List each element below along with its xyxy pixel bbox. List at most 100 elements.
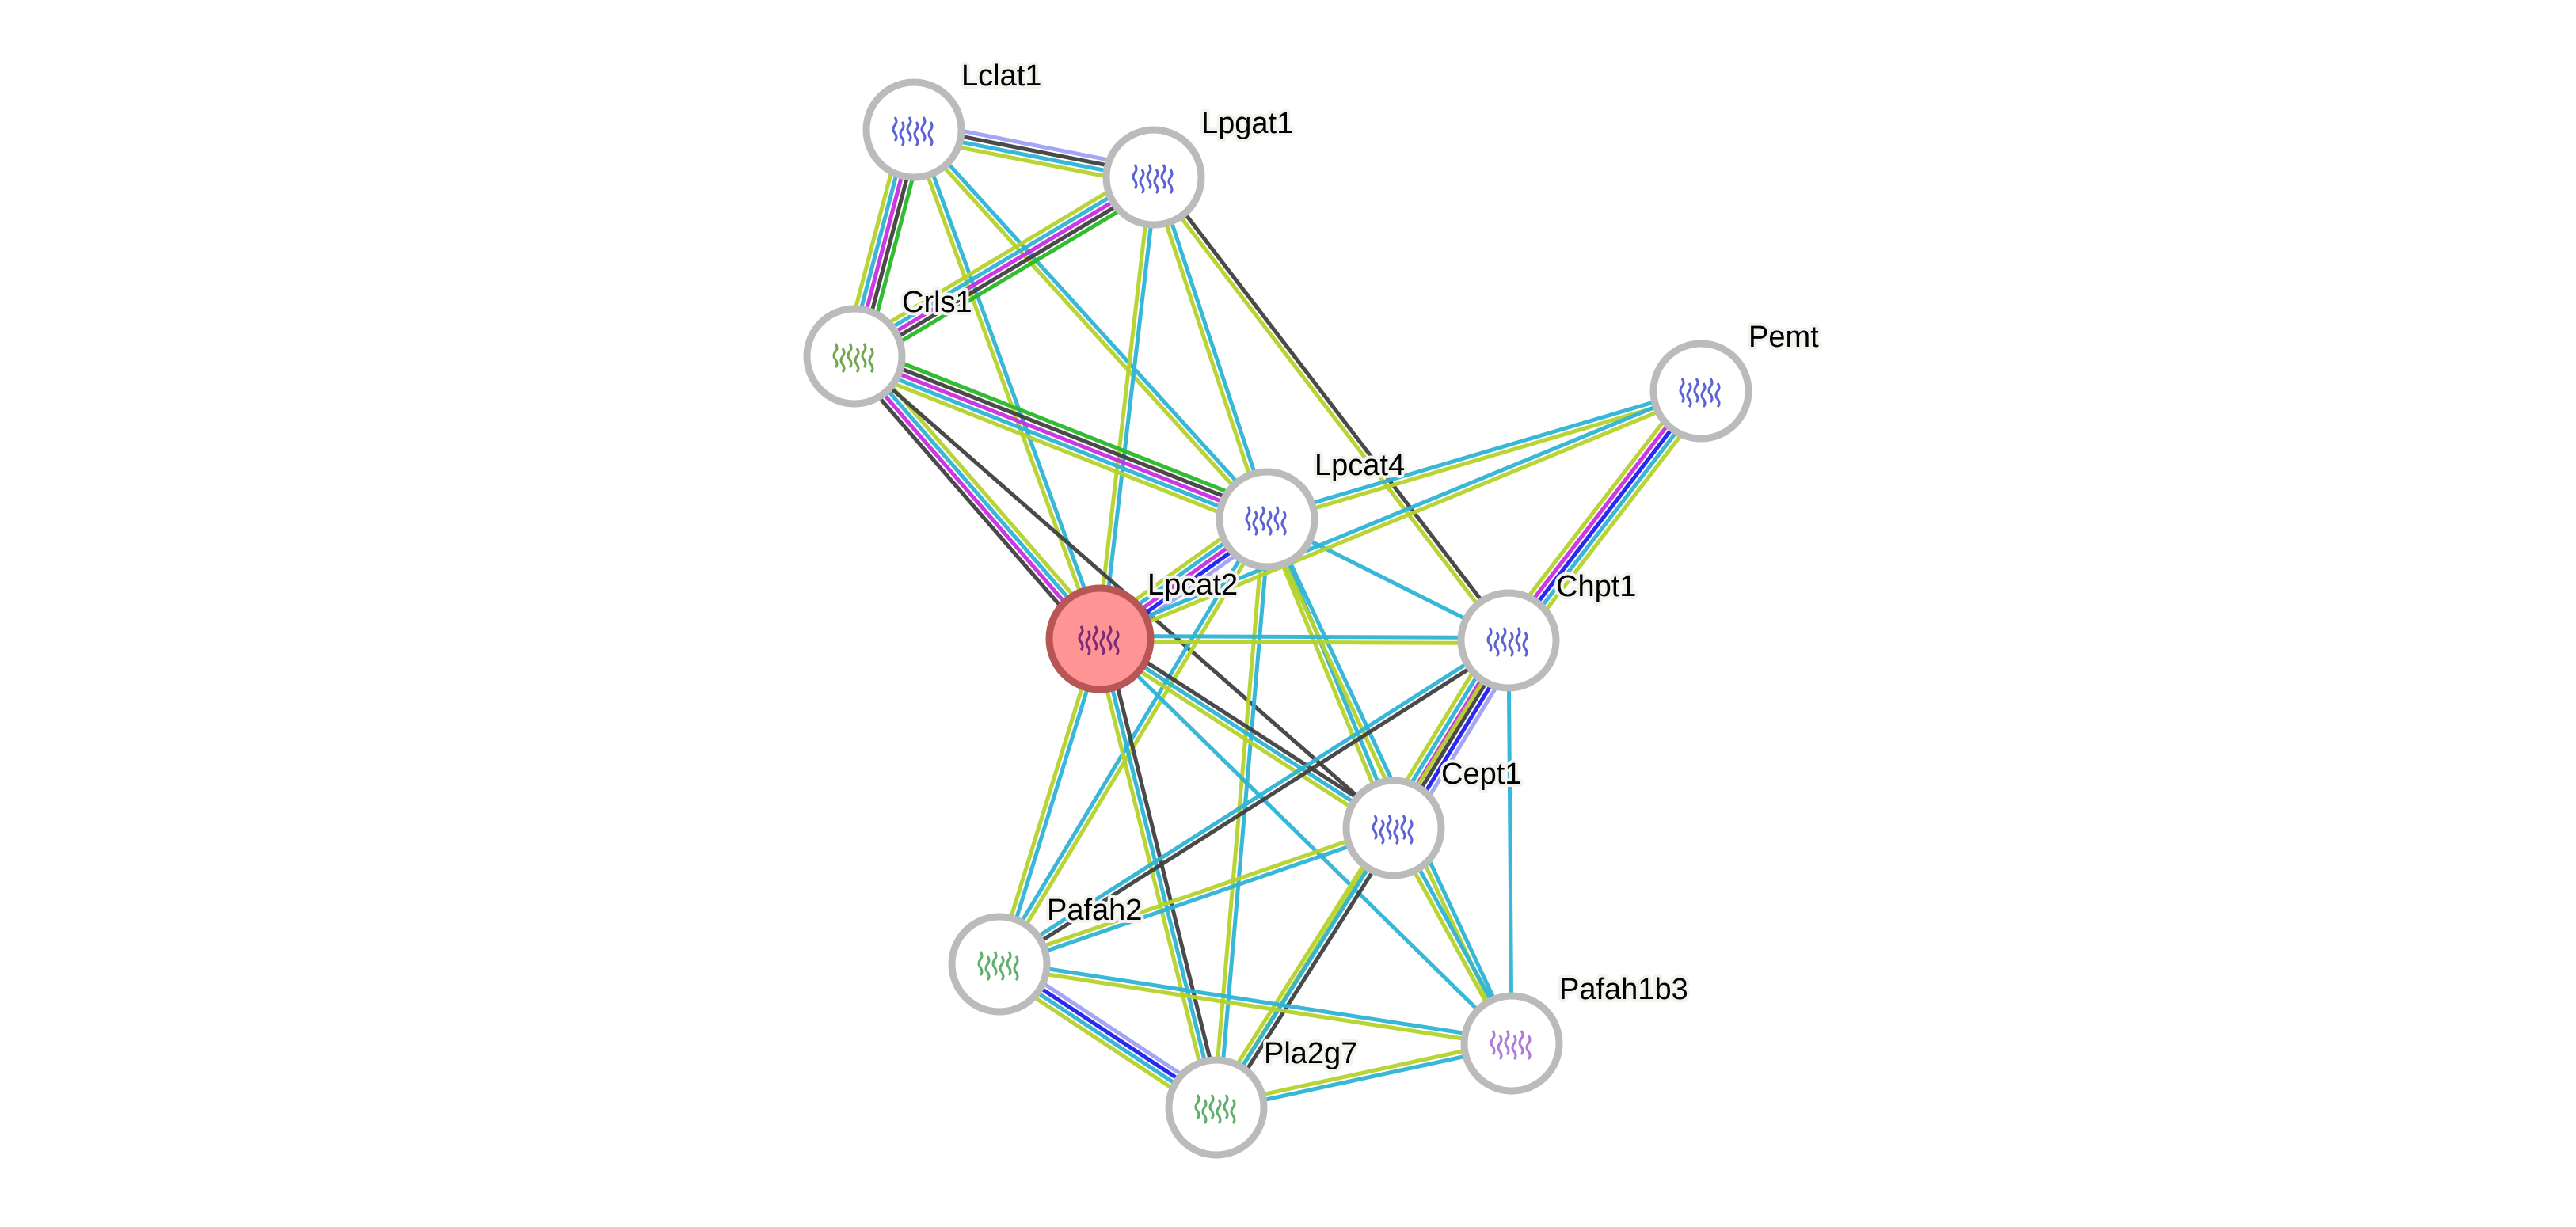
edge-lpgat1-lpcat4[interactable] bbox=[1149, 176, 1272, 521]
edge-evidence-yellowgreen[interactable] bbox=[1516, 397, 1712, 649]
edge-evidence-cyan[interactable] bbox=[1098, 638, 1219, 1108]
edge-evidence-yellowgreen[interactable] bbox=[1497, 382, 1694, 635]
node-circle[interactable] bbox=[1342, 777, 1445, 879]
edge-evidence-cyan[interactable] bbox=[999, 639, 1105, 966]
edge-lpcat2-pla2g7[interactable] bbox=[1092, 636, 1224, 1110]
edge-evidence-yellowgreen[interactable] bbox=[995, 637, 1100, 964]
edge-evidence-black[interactable] bbox=[1154, 174, 1512, 640]
edge-evidence-black[interactable] bbox=[1219, 830, 1401, 1112]
edge-evidence-yellowgreen[interactable] bbox=[1149, 177, 1267, 521]
edge-lpgat1-crls1[interactable] bbox=[847, 165, 1161, 368]
node-circle[interactable] bbox=[1457, 589, 1560, 692]
edge-evidence-cyan[interactable] bbox=[1214, 826, 1396, 1109]
node-circle[interactable] bbox=[1045, 584, 1155, 693]
edge-evidence-yellowgreen[interactable] bbox=[1095, 177, 1154, 639]
edge-evidence-cyan[interactable] bbox=[1506, 640, 1514, 1044]
edge-lpcat2-pemt[interactable] bbox=[1098, 386, 1703, 644]
node-circle[interactable] bbox=[948, 913, 1051, 1016]
edge-evidence-yellowgreen[interactable] bbox=[999, 964, 1512, 1048]
edge-evidence-yellowgreen[interactable] bbox=[1262, 519, 1394, 830]
edge-cept1-pla2g7[interactable] bbox=[1209, 823, 1401, 1112]
node-chpt1[interactable]: Chpt1 bbox=[1457, 567, 1639, 692]
edge-pafah2-pafah1b3[interactable] bbox=[999, 959, 1512, 1048]
edge-lpcat2-pafah1b3[interactable] bbox=[1098, 637, 1513, 1045]
edge-lpcat2-cept1[interactable] bbox=[1095, 632, 1398, 834]
edge-evidence-yellowgreen[interactable] bbox=[1099, 640, 1509, 645]
edge-evidence-cyan[interactable] bbox=[1098, 386, 1701, 639]
node-cept1[interactable]: Cept1 bbox=[1342, 754, 1524, 879]
edge-lpcat4-cept1[interactable] bbox=[1262, 517, 1398, 830]
edge-evidence-cyan[interactable] bbox=[914, 127, 1105, 639]
edge-evidence-black[interactable] bbox=[847, 360, 1095, 646]
node-pemt[interactable]: Pemt bbox=[1649, 317, 1822, 443]
edge-evidence-yellowgreen[interactable] bbox=[847, 165, 1150, 349]
edge-evidence-magenta[interactable] bbox=[1502, 386, 1699, 639]
edge-evidence-cyan[interactable] bbox=[850, 170, 1152, 354]
edge-evidence-cyan[interactable] bbox=[1098, 636, 1395, 830]
edge-evidence-black[interactable] bbox=[855, 349, 1270, 516]
node-circle[interactable] bbox=[862, 78, 965, 181]
node-pla2g7[interactable]: Pla2g7 bbox=[1165, 1034, 1360, 1159]
edge-evidence-yellowgreen[interactable] bbox=[849, 364, 1264, 532]
edge-lpgat1-lpcat2[interactable] bbox=[1095, 177, 1159, 640]
edge-evidence-black[interactable] bbox=[1103, 636, 1224, 1107]
node-circle[interactable] bbox=[1216, 468, 1318, 571]
edge-evidence-yellowgreen[interactable] bbox=[910, 130, 1267, 523]
edge-lpcat4-pemt[interactable] bbox=[1265, 386, 1703, 524]
edge-lclat1-lpcat4[interactable] bbox=[910, 126, 1271, 523]
node-crls1[interactable]: Crls1 bbox=[803, 283, 976, 408]
edge-evidence-cyan[interactable] bbox=[999, 959, 1512, 1043]
node-lpgat1[interactable]: Lpgat1 bbox=[1102, 104, 1296, 229]
edge-evidence-cyan[interactable] bbox=[1154, 176, 1272, 519]
edge-chpt1-pafah1b3[interactable] bbox=[1506, 640, 1514, 1044]
edge-evidence-black[interactable] bbox=[999, 640, 1512, 969]
edge-evidence-yellowgreen[interactable] bbox=[998, 823, 1394, 964]
edge-evidence-yellowgreen[interactable] bbox=[1267, 391, 1703, 524]
edge-evidence-cyan[interactable] bbox=[1265, 386, 1701, 519]
edge-evidence-yellowgreen[interactable] bbox=[1095, 641, 1392, 834]
edge-lpcat2-chpt1[interactable] bbox=[1099, 634, 1509, 645]
edge-cept1-pafah2[interactable] bbox=[998, 823, 1395, 969]
node-circle[interactable] bbox=[1460, 992, 1563, 1095]
edge-evidence-black[interactable] bbox=[856, 180, 1158, 363]
edge-evidence-yellowgreen[interactable] bbox=[1092, 640, 1213, 1110]
edge-evidence-blue[interactable] bbox=[1507, 389, 1703, 642]
edge-evidence-green[interactable] bbox=[858, 184, 1161, 368]
node-circle[interactable] bbox=[1165, 1056, 1268, 1159]
edge-evidence-yellowgreen[interactable] bbox=[1100, 391, 1703, 644]
edge-evidence-magenta[interactable] bbox=[850, 356, 1100, 642]
edge-evidence-cyan[interactable] bbox=[914, 126, 1271, 519]
edge-evidence-cyan[interactable] bbox=[1100, 634, 1509, 640]
edge-crls1-lpcat4[interactable] bbox=[849, 344, 1273, 532]
node-lpcat2[interactable]: Lpcat2 bbox=[1045, 565, 1241, 693]
edge-evidence-cyan[interactable] bbox=[854, 353, 1104, 639]
node-circle[interactable] bbox=[1649, 340, 1752, 443]
edge-evidence-magenta[interactable] bbox=[854, 354, 1268, 522]
edge-evidence-cyan[interactable] bbox=[996, 636, 1509, 964]
edge-chpt1-pemt[interactable] bbox=[1497, 382, 1712, 649]
edge-chpt1-pafah2[interactable] bbox=[996, 636, 1512, 969]
edge-evidence-yellowgreen[interactable] bbox=[909, 130, 1100, 641]
edge-lpcat2-pafah2[interactable] bbox=[995, 637, 1105, 966]
node-pafah2[interactable]: Pafah2 bbox=[948, 891, 1145, 1016]
node-circle[interactable] bbox=[1102, 126, 1205, 229]
edge-evidence-cyan[interactable] bbox=[1267, 517, 1398, 828]
node-lclat1[interactable]: Lclat1 bbox=[862, 56, 1044, 181]
node-circle[interactable] bbox=[803, 305, 906, 408]
edge-evidence-cyan[interactable] bbox=[1100, 177, 1159, 640]
edge-evidence-cyan[interactable] bbox=[851, 359, 1266, 526]
edge-evidence-yellowgreen[interactable] bbox=[1209, 823, 1391, 1106]
edge-evidence-green[interactable] bbox=[858, 344, 1273, 511]
edge-evidence-magenta[interactable] bbox=[853, 175, 1155, 359]
node-pafah1b3[interactable]: Pafah1b3 bbox=[1460, 970, 1691, 1095]
edge-evidence-yellowgreen[interactable] bbox=[1150, 177, 1509, 644]
edge-evidence-cyan[interactable] bbox=[1098, 637, 1513, 1045]
edge-evidence-black[interactable] bbox=[1102, 632, 1398, 826]
edge-crls1-lpcat2[interactable] bbox=[847, 349, 1108, 646]
node-lpcat4[interactable]: Lpcat4 bbox=[1216, 446, 1408, 571]
edge-evidence-yellowgreen[interactable] bbox=[999, 519, 1272, 967]
edge-evidence-cyan[interactable] bbox=[1511, 393, 1707, 645]
edge-lpgat1-chpt1[interactable] bbox=[1150, 174, 1512, 644]
edge-evidence-cyan[interactable] bbox=[999, 828, 1395, 969]
edge-lclat1-lpcat2[interactable] bbox=[909, 127, 1105, 641]
